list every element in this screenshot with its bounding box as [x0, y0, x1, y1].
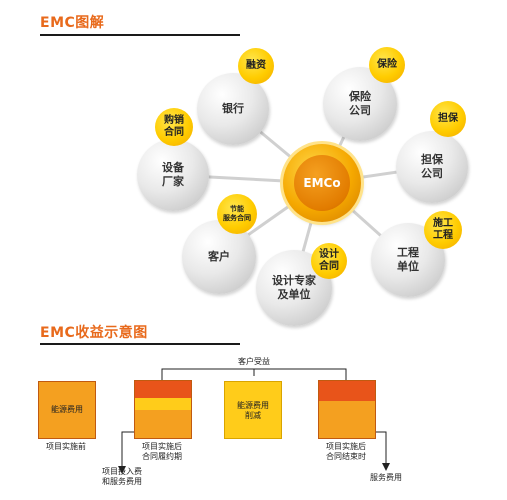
section1-rule [40, 34, 240, 36]
box-before-caption: 项目实施前 [46, 442, 86, 451]
section2-rule [40, 343, 240, 345]
node-guarantee: 担保 公司 [396, 131, 468, 203]
arrow-left-line [121, 431, 134, 468]
section1-title: EMC图解 [40, 15, 105, 31]
tag-insurance: 保险 [369, 47, 405, 83]
box2-yellow-band [135, 398, 191, 410]
tag-finance: 融资 [238, 48, 274, 84]
node-guarantee-label: 担保 公司 [421, 153, 443, 180]
node-insurance-label: 保险 公司 [349, 90, 371, 117]
box-savings-label: 能源费用 削减 [237, 401, 269, 420]
investment-service-caption: 项目投入费 和服务费用 [102, 467, 142, 486]
node-design-label: 设计专家 及单位 [272, 274, 316, 301]
box-contract-end-caption: 项目实施后 合同结束时 [326, 442, 366, 461]
box4-deep-band [319, 381, 375, 401]
tag-design-contract: 设计 合同 [311, 243, 347, 279]
tag-finance-label: 融资 [246, 60, 266, 71]
box-before-label: 能源费用 [51, 405, 83, 414]
box-contract-period-caption: 项目实施后 合同履约期 [142, 442, 182, 461]
section2-title: EMC收益示意图 [40, 325, 148, 341]
tag-purchase: 购销 合同 [155, 108, 193, 146]
box-contract-end [318, 380, 376, 439]
tag-insurance-label: 保险 [377, 59, 397, 70]
service-fee-caption: 服务费用 [370, 473, 402, 482]
arrow-right-line [374, 431, 387, 465]
tag-construction-label: 施工 工程 [433, 218, 453, 241]
arrow-left-head [118, 466, 126, 474]
box2-deep-band [135, 381, 191, 398]
node-bank-label: 银行 [222, 102, 244, 115]
node-bank: 银行 [197, 73, 269, 145]
node-engineering-label: 工程 单位 [397, 246, 419, 273]
node-vendor: 设备 厂家 [137, 139, 209, 211]
tag-energy-service: 节能 服务合同 [217, 194, 257, 234]
tag-energy-service-label: 节能 服务合同 [223, 205, 251, 222]
tag-guarantee: 担保 [430, 101, 466, 137]
tag-construction: 施工 工程 [424, 211, 462, 249]
center-node: EMCo [283, 144, 361, 222]
node-client-label: 客户 [208, 250, 230, 263]
tag-purchase-label: 购销 合同 [164, 115, 184, 138]
customer-benefit-label: 客户受益 [238, 357, 270, 366]
node-vendor-label: 设备 厂家 [162, 161, 184, 188]
box-before: 能源费用 [38, 381, 96, 439]
tag-guarantee-label: 担保 [438, 113, 458, 124]
tag-design-contract-label: 设计 合同 [319, 249, 339, 272]
box-savings: 能源费用 削减 [224, 381, 282, 439]
box-contract-period [134, 380, 192, 439]
arrow-right-head [382, 463, 390, 471]
center-label: EMCo [294, 155, 350, 211]
